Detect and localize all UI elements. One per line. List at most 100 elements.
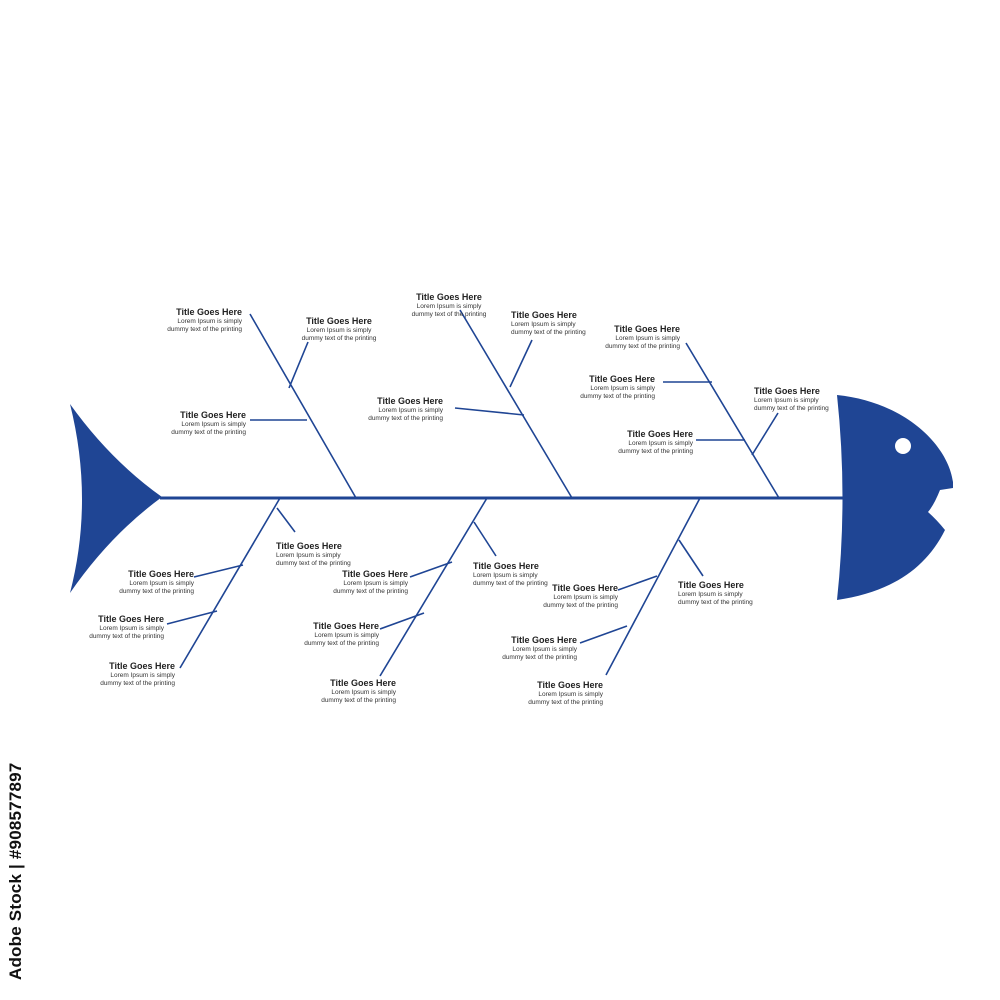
sub-bone — [409, 561, 453, 578]
cause-label: Title Goes Here Lorem Ipsum is simply du… — [299, 316, 379, 343]
cause-title: Title Goes Here — [276, 541, 342, 551]
cause-title: Title Goes Here — [313, 621, 379, 631]
cause-desc: Lorem Ipsum is simply — [129, 580, 194, 587]
bone-lower-1 — [179, 497, 281, 669]
cause-label: Title Goes Here Lorem Ipsum is simply du… — [304, 621, 379, 648]
cause-title: Title Goes Here — [176, 307, 242, 317]
cause-title: Title Goes Here — [552, 583, 618, 593]
cause-desc: Lorem Ipsum is simply — [511, 321, 576, 328]
cause-desc: Lorem Ipsum is simply — [538, 691, 603, 698]
cause-label: Title Goes Here Lorem Ipsum is simply du… — [167, 307, 242, 334]
cause-desc: dummy text of the printing — [304, 640, 379, 647]
fish-eye — [895, 438, 911, 454]
bone-lower-2 — [379, 497, 488, 677]
cause-label: Title Goes Here Lorem Ipsum is simply du… — [754, 386, 829, 413]
cause-title: Title Goes Here — [473, 561, 539, 571]
cause-desc: dummy text of the printing — [100, 680, 175, 687]
sub-bone — [454, 407, 525, 416]
cause-label: Title Goes Here Lorem Ipsum is simply du… — [502, 635, 577, 662]
cause-desc: Lorem Ipsum is simply — [306, 327, 372, 334]
cause-desc: Lorem Ipsum is simply — [553, 594, 618, 601]
cause-title: Title Goes Here — [128, 569, 194, 579]
cause-desc: dummy text of the printing — [89, 633, 164, 640]
cause-label: Title Goes Here Lorem Ipsum is simply du… — [511, 310, 586, 337]
cause-title: Title Goes Here — [627, 429, 693, 439]
cause-title: Title Goes Here — [330, 678, 396, 688]
cause-desc: dummy text of the printing — [333, 588, 408, 595]
cause-desc: Lorem Ipsum is simply — [99, 625, 164, 632]
cause-desc: Lorem Ipsum is simply — [615, 335, 680, 342]
sub-bone — [678, 539, 704, 577]
cause-desc: Lorem Ipsum is simply — [473, 572, 538, 579]
sub-bone — [579, 625, 628, 644]
cause-desc: dummy text of the printing — [473, 580, 548, 587]
cause-label: Title Goes Here Lorem Ipsum is simply du… — [580, 374, 655, 401]
sub-bone — [166, 610, 218, 625]
sub-bone — [379, 612, 425, 630]
watermark-text: Adobe Stock | #908577897 — [6, 762, 25, 980]
cause-label: Title Goes Here Lorem Ipsum is simply du… — [543, 583, 618, 610]
cause-title: Title Goes Here — [511, 310, 577, 320]
sub-bone — [193, 564, 244, 578]
cause-label: Title Goes Here Lorem Ipsum is simply du… — [119, 569, 194, 596]
cause-desc: dummy text of the printing — [119, 588, 194, 595]
bone-lower-3 — [605, 497, 701, 676]
cause-desc: Lorem Ipsum is simply — [314, 632, 379, 639]
cause-title: Title Goes Here — [416, 292, 482, 302]
cause-label: Title Goes Here Lorem Ipsum is simply du… — [618, 429, 693, 456]
cause-title: Title Goes Here — [589, 374, 655, 384]
cause-title: Title Goes Here — [754, 386, 820, 396]
cause-label: Title Goes Here Lorem Ipsum is simply du… — [678, 580, 753, 607]
cause-title: Title Goes Here — [537, 680, 603, 690]
cause-label: Title Goes Here Lorem Ipsum is simply du… — [605, 324, 680, 351]
cause-desc: Lorem Ipsum is simply — [331, 689, 396, 696]
cause-title: Title Goes Here — [306, 316, 372, 326]
cause-desc: dummy text of the printing — [276, 560, 351, 567]
cause-desc: dummy text of the printing — [543, 602, 618, 609]
sub-bone — [288, 341, 309, 389]
cause-desc: dummy text of the printing — [167, 326, 242, 333]
cause-desc: dummy text of the printing — [301, 335, 377, 342]
cause-desc: dummy text of the printing — [678, 599, 753, 606]
cause-desc: Lorem Ipsum is simply — [754, 397, 819, 404]
cause-label: Title Goes Here Lorem Ipsum is simply du… — [368, 396, 443, 423]
cause-title: Title Goes Here — [678, 580, 744, 590]
cause-desc: Lorem Ipsum is simply — [628, 440, 693, 447]
cause-desc: Lorem Ipsum is simply — [678, 591, 743, 598]
cause-title: Title Goes Here — [98, 614, 164, 624]
cause-desc: Lorem Ipsum is simply — [110, 672, 175, 679]
cause-desc: Lorem Ipsum is simply — [177, 318, 242, 325]
cause-label: Title Goes Here Lorem Ipsum is simply du… — [473, 561, 548, 588]
bone-upper-1 — [249, 313, 357, 499]
cause-desc: dummy text of the printing — [605, 343, 680, 350]
cause-desc: dummy text of the printing — [368, 415, 443, 422]
cause-title: Title Goes Here — [511, 635, 577, 645]
cause-desc: dummy text of the printing — [321, 697, 396, 704]
cause-desc: dummy text of the printing — [580, 393, 655, 400]
cause-desc: Lorem Ipsum is simply — [181, 421, 246, 428]
cause-desc: dummy text of the printing — [511, 329, 586, 336]
cause-desc: Lorem Ipsum is simply — [416, 303, 482, 310]
cause-desc: Lorem Ipsum is simply — [276, 552, 341, 559]
cause-title: Title Goes Here — [614, 324, 680, 334]
cause-label: Title Goes Here Lorem Ipsum is simply du… — [333, 569, 408, 596]
cause-title: Title Goes Here — [342, 569, 408, 579]
cause-label: Title Goes Here Lorem Ipsum is simply du… — [403, 292, 495, 319]
fish-tail — [70, 404, 162, 593]
cause-desc: Lorem Ipsum is simply — [343, 580, 408, 587]
sub-bone — [276, 507, 296, 533]
cause-desc: dummy text of the printing — [754, 405, 829, 412]
cause-desc: Lorem Ipsum is simply — [590, 385, 655, 392]
sub-bone — [617, 575, 658, 591]
fish-head — [837, 395, 953, 600]
cause-desc: dummy text of the printing — [502, 654, 577, 661]
sub-bone — [751, 412, 779, 456]
sub-bone — [473, 521, 497, 557]
bone-upper-2 — [459, 309, 573, 499]
cause-desc: dummy text of the printing — [171, 429, 246, 436]
sub-bone — [509, 339, 533, 388]
cause-label: Title Goes Here Lorem Ipsum is simply du… — [321, 678, 396, 705]
cause-desc: dummy text of the printing — [528, 699, 603, 706]
cause-title: Title Goes Here — [109, 661, 175, 671]
